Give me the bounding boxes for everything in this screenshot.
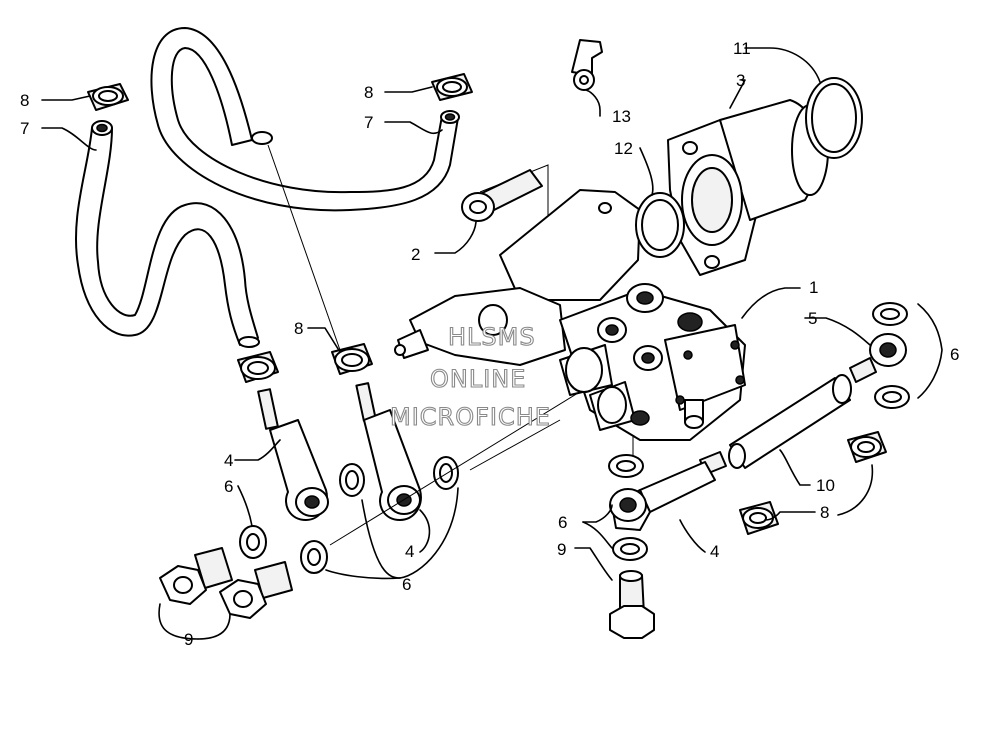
clamp-right-upper xyxy=(847,431,887,463)
callout-7-top: 7 xyxy=(364,113,373,132)
callout-labels: 1 2 3 4 4 4 5 6 6 6 6 7 7 8 8 8 8 9 9 10… xyxy=(20,39,959,649)
banjo-bolt-left-b xyxy=(219,561,293,619)
callout-6-right-upper: 6 xyxy=(950,345,959,364)
clamp-top-mid xyxy=(431,73,473,101)
callout-4-right: 4 xyxy=(710,542,719,561)
callout-3: 3 xyxy=(736,71,745,90)
clamp-mid-left xyxy=(237,351,279,383)
leader-lines xyxy=(41,47,943,640)
washers-left xyxy=(239,456,459,574)
callout-4-left: 4 xyxy=(224,451,233,470)
callout-9-left: 9 xyxy=(184,630,193,649)
bolt-2 xyxy=(461,169,543,222)
banjo-bolt-left-a xyxy=(159,547,233,605)
callout-6-bottom: 6 xyxy=(402,575,411,594)
watermark-line-1: HLSMS xyxy=(448,323,536,351)
callout-8-mid: 8 xyxy=(294,319,303,338)
callout-1: 1 xyxy=(809,278,818,297)
banjo-fitting-left-a xyxy=(257,388,329,521)
callout-6-left: 6 xyxy=(224,477,233,496)
callout-12: 12 xyxy=(614,139,633,158)
callout-4-mid: 4 xyxy=(405,542,414,561)
callout-8-right: 8 xyxy=(820,503,829,522)
flange-3 xyxy=(667,99,829,276)
hose-upper xyxy=(150,27,460,212)
hose-left xyxy=(74,120,260,348)
watermark-line-3: MICROFICHE xyxy=(390,403,551,431)
tube-10 xyxy=(728,374,852,469)
callout-7-left: 7 xyxy=(20,119,29,138)
watermark-line-2: ONLINE xyxy=(430,365,526,393)
banjo-fitting-5 xyxy=(849,302,910,409)
oil-pump-assembly xyxy=(394,189,746,441)
callout-13: 13 xyxy=(612,107,631,126)
callout-2: 2 xyxy=(411,245,420,264)
callout-10: 10 xyxy=(816,476,835,495)
o-ring-12 xyxy=(635,192,685,258)
watermark: HLSMS ONLINE MICROFICHE xyxy=(389,322,551,431)
o-ring-11 xyxy=(805,77,863,159)
clamp-mid-right xyxy=(331,343,373,375)
clamp-right-lower xyxy=(739,501,779,535)
clip-13 xyxy=(571,39,603,91)
callout-8-left: 8 xyxy=(20,91,29,110)
callout-5: 5 xyxy=(808,309,817,328)
callout-8-top: 8 xyxy=(364,83,373,102)
banjo-fitting-right xyxy=(608,451,727,561)
callout-6-right-lower: 6 xyxy=(558,513,567,532)
banjo-bolt-right xyxy=(609,570,655,639)
callout-11: 11 xyxy=(733,39,751,58)
clamp-top-left xyxy=(87,83,129,111)
callout-9-right: 9 xyxy=(557,540,566,559)
